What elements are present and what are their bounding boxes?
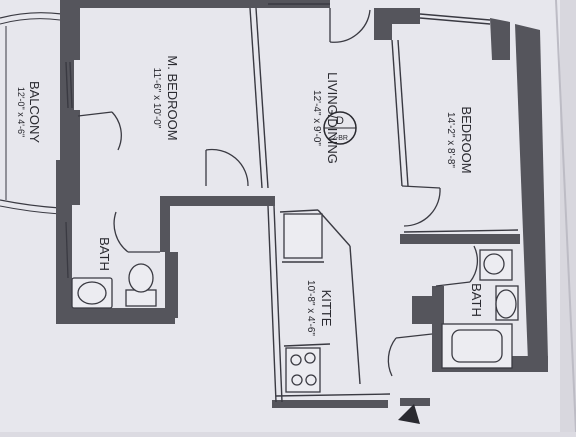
bedroom-name: BEDROOM (459, 106, 474, 173)
master-bedroom-dims: 11'-6" x 10'-0" (151, 68, 162, 129)
label-bath-right: BATH (469, 283, 484, 317)
walls (56, 0, 548, 408)
burner-2 (304, 352, 316, 364)
burner-4 (305, 374, 317, 386)
kitchen-name: KITTE (319, 290, 334, 327)
left-toilet-bowl (128, 263, 154, 293)
balcony-name: BALCONY (27, 81, 42, 143)
unit-badge: D 2-BR (323, 111, 357, 145)
bath-right-fixtures (441, 249, 519, 369)
label-balcony: BALCONY 12'-0" x 4'-6" (16, 81, 42, 143)
bedroom-dims: 14'-2" x 8'-8" (445, 112, 456, 168)
right-toilet-bowl (495, 289, 517, 319)
label-living-dining: LIVING/DINING 12'-4" x 9'-0" (311, 72, 340, 164)
entry-arrow-icon (398, 404, 420, 424)
unit-badge-letter: D (336, 115, 344, 127)
label-bedroom: BEDROOM 14'-2" x 8'-8" (445, 106, 474, 173)
label-bath-left: BATH (97, 237, 112, 271)
balcony (0, 12, 63, 215)
left-sink-basin (77, 281, 107, 305)
living-dining-name: LIVING/DINING (325, 72, 340, 164)
kitchen-fixtures (283, 213, 323, 393)
stove (285, 347, 321, 393)
label-master-bedroom: M. BEDROOM 11'-6" x 10'-0" (151, 55, 180, 140)
living-dining-dims: 12'-4" x 9'-0" (311, 90, 322, 146)
burner-3 (291, 374, 303, 386)
partitions (65, 3, 519, 403)
bathtub-inner (451, 329, 503, 363)
doors (77, 8, 479, 377)
bath-left-name: BATH (97, 237, 112, 271)
kitchen-dims: 10'-8" x 4'-6" (305, 280, 316, 336)
bath-right-name: BATH (469, 283, 484, 317)
master-bedroom-name: M. BEDROOM (165, 55, 180, 140)
balcony-dims: 12'-0" x 4'-6" (16, 87, 26, 137)
page-edge (555, 0, 576, 433)
unit-badge-type: 2-BR (332, 135, 348, 142)
burner-1 (290, 354, 302, 366)
fridge (283, 213, 323, 259)
label-kitchen: KITTE 10'-8" x 4'-6" (305, 280, 334, 336)
bath-left-fixtures (65, 221, 157, 309)
right-sink-basin (483, 253, 505, 275)
